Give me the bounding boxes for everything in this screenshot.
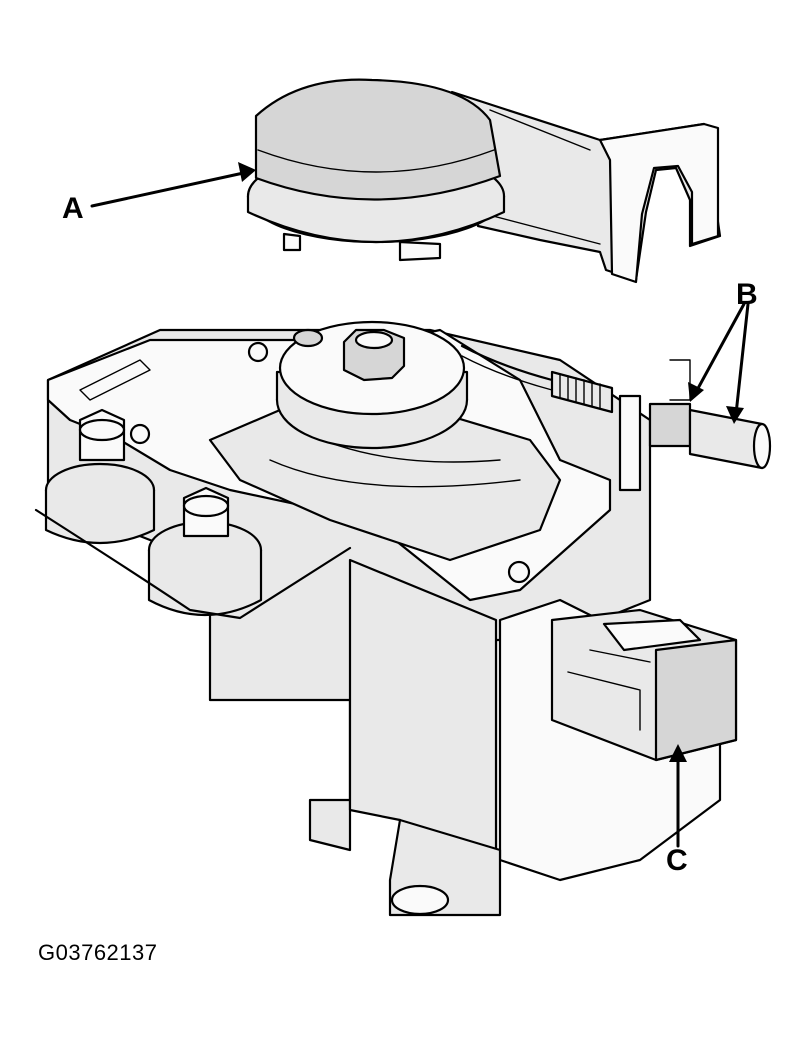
figure-id: G03762137 <box>38 940 158 965</box>
callout-arrow-a <box>90 162 256 208</box>
pulley-drum <box>275 320 469 450</box>
connector-part-c <box>550 608 738 762</box>
callout-label-c: C <box>666 844 688 877</box>
callout-label-a: A <box>62 192 84 225</box>
callout-arrow-c <box>669 744 687 848</box>
mount-stud-1 <box>44 408 156 544</box>
screw-3 <box>507 560 531 584</box>
mount-stud-2 <box>147 486 263 617</box>
cover-part-a <box>246 78 722 284</box>
callout-label-b: B <box>736 278 758 311</box>
bracket-strap <box>34 508 352 620</box>
cable-assembly-part-b <box>460 344 772 492</box>
screw-1 <box>247 341 269 363</box>
screw-2 <box>129 423 151 445</box>
callout-arrow-b <box>688 302 750 424</box>
